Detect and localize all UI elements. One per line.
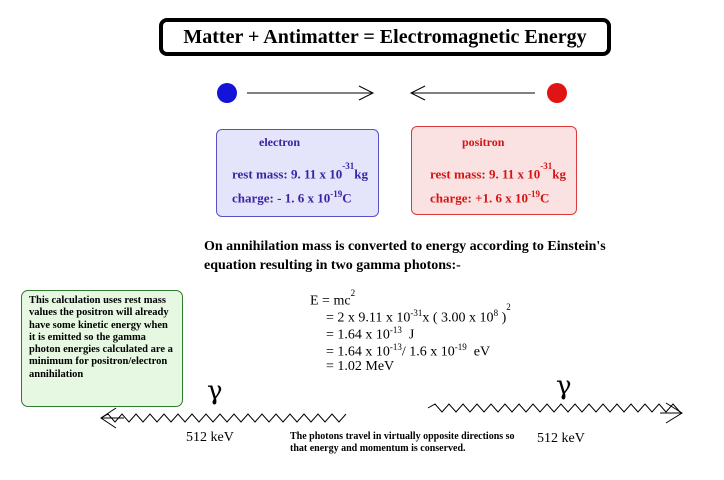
positron-dot [547,83,567,103]
electron-arrow [247,85,375,101]
positron-charge: charge: +1. 6 x 10-19C [430,189,550,206]
gamma-right-symbol: γ [556,371,572,401]
electron-dot [217,83,237,103]
positron-rest-mass: rest mass: 9. 11 x 10-31kg [430,161,566,182]
equation-line-4: = 1.64 x 10-13/ 1.6 x 10-19 eV [326,342,491,360]
equation-line-5: = 1.02 MeV [326,359,395,374]
gamma-wave-right [427,403,681,413]
momentum-footnote: The photons travel in virtually opposite… [290,431,515,454]
electron-charge: charge: - 1. 6 x 10-19C [232,189,352,206]
equation-line-3: = 1.64 x 10-13 J [326,325,415,343]
electron-label: electron [259,135,301,149]
electron-rest-mass: rest mass: 9. 11 x 10-31kg [232,161,368,182]
positron-info-box: positron rest mass: 9. 11 x 10-31kg char… [411,126,577,215]
gamma-right-energy: 512 keV [537,431,585,446]
calculation-note-box: This calculation uses rest mass values t… [21,290,183,407]
positron-label: positron [462,135,505,149]
wave-right-arrowhead [660,402,683,424]
equation-line-1: E = mc2 [310,288,356,309]
annihilation-intro-text: On annihilation mass is converted to ene… [204,239,606,273]
title-box: Matter + Antimatter = Electromagnetic En… [159,18,611,56]
gamma-left-energy: 512 keV [186,430,234,445]
calculation-note-text: This calculation uses rest mass values t… [29,295,173,380]
gamma-wave-left [100,413,347,423]
equation-line-2: = 2 x 9.11 x 10-31x ( 3.00 x 108 )2 [326,302,511,326]
wave-left-arrowhead [100,407,124,429]
positron-arrow [409,85,535,101]
page-title: Matter + Antimatter = Electromagnetic En… [183,25,587,48]
electron-info-box: electron rest mass: 9. 11 x 10-31kg char… [216,129,379,217]
gamma-left-symbol: γ [207,376,223,406]
